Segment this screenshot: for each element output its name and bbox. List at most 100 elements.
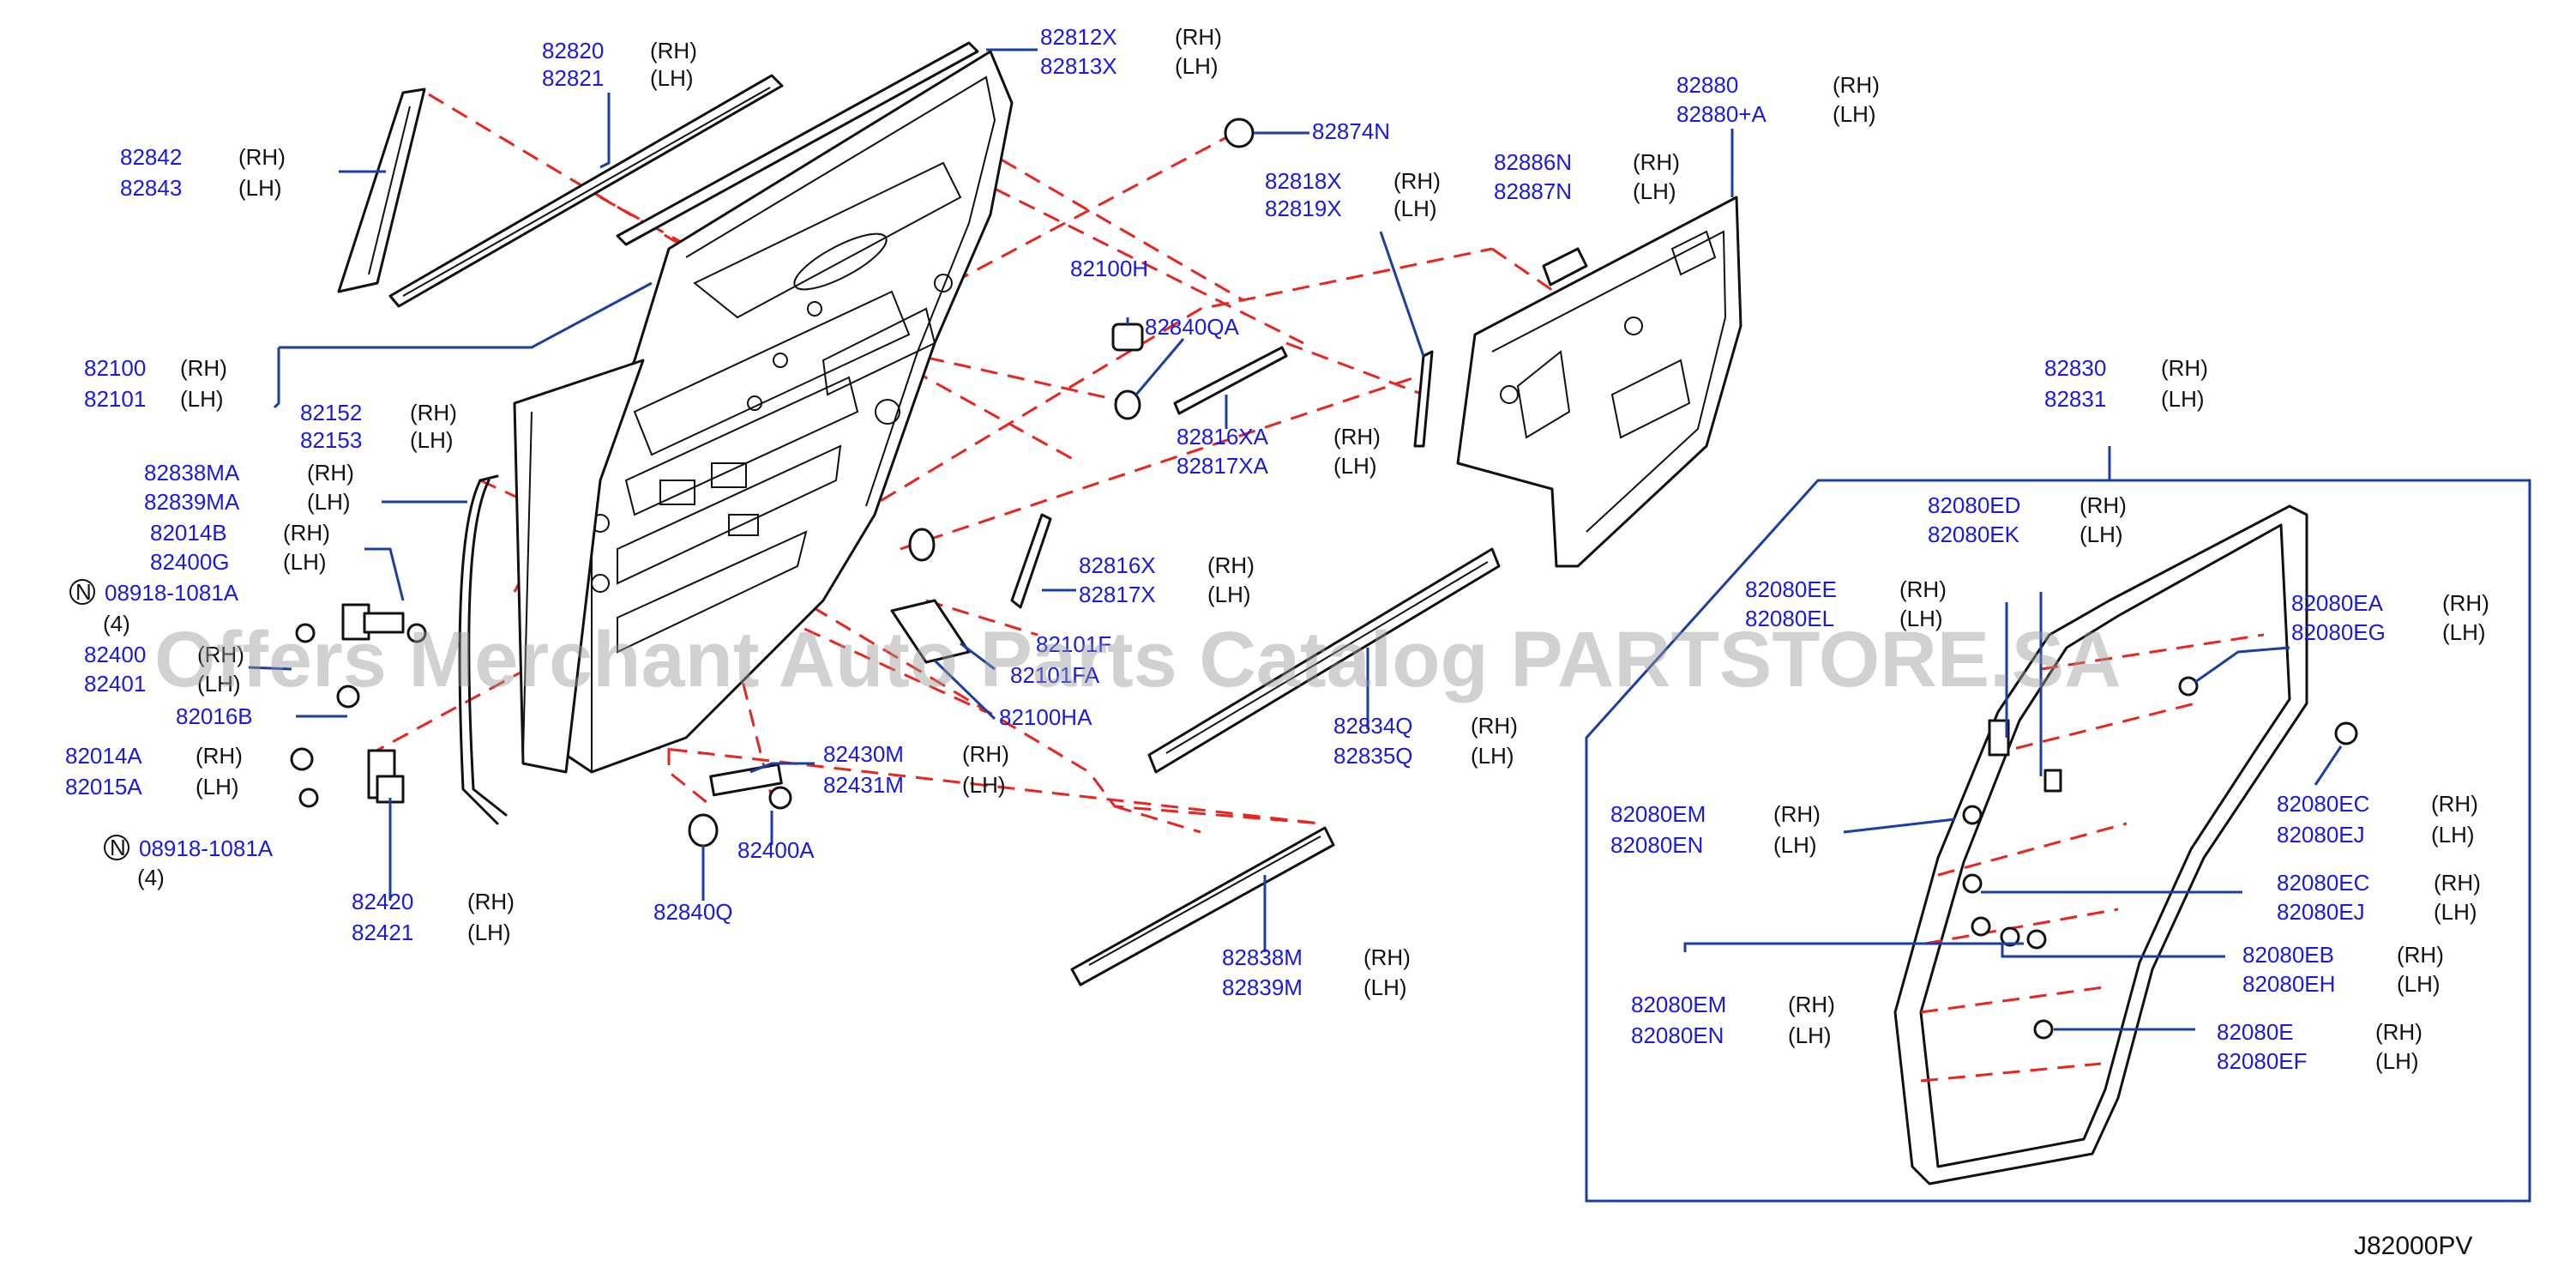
part-number: 82080EN	[1610, 832, 1703, 858]
part-number: 82880+A	[1676, 101, 1766, 127]
side-label: (RH)	[1393, 168, 1441, 194]
side-label: (LH)	[283, 549, 327, 575]
door-weatherstrip-part	[1893, 504, 2308, 1186]
callout-82834q: 82834Q (RH) 82835Q (LH)	[1333, 713, 1518, 769]
callout-82816x: 82816X (RH) 82817X (LH)	[1079, 552, 1255, 607]
part-number: 82817XA	[1177, 453, 1269, 479]
part-number: 82400G	[150, 549, 230, 575]
part-number: 82080EN	[1631, 1023, 1724, 1048]
clip-part	[1988, 719, 2010, 757]
side-label: (RH)	[2431, 791, 2478, 817]
part-number: 08918-1081A	[105, 580, 239, 606]
side-label: (LH)	[1899, 606, 1943, 631]
callout-82014a: 82014A (RH) 82015A (LH)	[65, 743, 243, 799]
side-label: (LH)	[2375, 1048, 2419, 1074]
callout-82842: 82842 (RH) 82843 (LH)	[120, 144, 286, 201]
callout-82100h: 82100H	[1070, 256, 1148, 281]
part-number: 82816XA	[1177, 424, 1269, 449]
side-label: (RH)	[180, 355, 227, 381]
part-number: 82819X	[1265, 196, 1342, 221]
side-label: (RH)	[2375, 1019, 2423, 1045]
part-number: 82080EM	[1610, 801, 1706, 827]
callout-82838m: 82838M (RH) 82839M (LH)	[1222, 944, 1411, 1000]
part-number: 82100H	[1070, 256, 1148, 281]
door-trim-part	[1456, 196, 1742, 568]
clip-part	[2334, 721, 2358, 745]
clip-part	[1224, 118, 1255, 148]
part-number: 82431M	[823, 772, 904, 798]
side-label: (LH)	[2397, 971, 2441, 997]
side-label: (LH)	[2431, 822, 2475, 848]
callout-08918-1081a-lower: N 08918-1081A (4)	[104, 835, 274, 890]
side-label: (LH)	[1393, 196, 1437, 221]
clip-part	[2178, 676, 2199, 697]
callout-08918-1081a-upper: N 08918-1081A (4)	[69, 579, 239, 636]
part-number: 82080EJ	[2277, 899, 2365, 925]
part-number: 82080EM	[1631, 992, 1726, 1017]
corner-garnish-part	[337, 87, 426, 293]
part-number: 82153	[300, 427, 362, 453]
clip-part	[1962, 873, 1983, 894]
side-label: (LH)	[650, 65, 694, 91]
callout-82080ee: 82080EE (RH) 82080EL (LH)	[1745, 576, 1947, 631]
diagram-code: J82000PV	[2354, 1232, 2472, 1260]
part-number: 82887N	[1494, 178, 1572, 204]
side-label: (LH)	[196, 774, 239, 799]
part-number: 82817X	[1079, 582, 1156, 607]
callouts: 82820 (RH) 82821 (LH) 82812X (RH) 82813X…	[65, 24, 2489, 1074]
part-number: 82838MA	[144, 460, 240, 486]
side-label: (RH)	[196, 743, 243, 769]
side-label: (LH)	[1363, 974, 1407, 1000]
part-number: 82818X	[1265, 168, 1342, 194]
side-label: (RH)	[1363, 944, 1411, 970]
door-shell-part	[564, 50, 1014, 774]
part-number: 82080EH	[2242, 971, 2335, 997]
side-label: (RH)	[1899, 576, 1947, 602]
side-label: (RH)	[1333, 424, 1381, 449]
bumper-part	[1111, 323, 1144, 352]
part-number: 82080EE	[1745, 576, 1837, 602]
callout-82820: 82820 (RH) 82821 (LH)	[542, 38, 697, 91]
callout-82812x: 82812X (RH) 82813X (LH)	[1040, 24, 1222, 79]
quantity: (4)	[103, 611, 130, 636]
side-label: (RH)	[1833, 72, 1880, 98]
door-parts	[290, 41, 1742, 986]
part-number: 82080EA	[2291, 590, 2384, 616]
side-label: (RH)	[2434, 870, 2481, 896]
callout-82080e: 82080E (RH) 82080EF (LH)	[2217, 1019, 2423, 1074]
hole-plug-part	[908, 528, 936, 562]
side-label: (LH)	[2079, 522, 2123, 547]
callout-82080ed: 82080ED (RH) 82080EK (LH)	[1928, 492, 2127, 547]
part-number: 82015A	[65, 774, 142, 799]
callout-82080eb: 82080EB (RH) 82080EH (LH)	[2242, 942, 2444, 997]
side-label: (LH)	[2161, 386, 2205, 412]
part-number: 82838M	[1222, 944, 1303, 970]
part-number: 82101FA	[1010, 662, 1100, 688]
part-number: 82835Q	[1333, 743, 1413, 769]
seal-strip-part	[458, 474, 508, 825]
callout-82014b: 82014B (RH) 82400G (LH)	[150, 520, 330, 575]
part-number: 82880	[1676, 72, 1738, 98]
part-number: 82843	[120, 175, 182, 201]
side-label: (LH)	[2434, 899, 2477, 925]
side-label: (RH)	[2397, 942, 2444, 968]
part-number: 82101	[84, 386, 146, 412]
side-label: (RH)	[1471, 713, 1518, 739]
part-number: 82101F	[1036, 631, 1111, 657]
n-marker-letter: N	[110, 835, 126, 860]
part-number: 82080EC	[2277, 791, 2369, 817]
part-number: 82816X	[1079, 552, 1156, 578]
callout-82886n: 82886N (RH) 82887N (LH)	[1494, 149, 1680, 204]
part-number: 82886N	[1494, 149, 1572, 175]
side-label: (LH)	[1471, 743, 1514, 769]
side-label: (LH)	[2442, 619, 2486, 645]
part-number: 82080EK	[1928, 522, 2020, 547]
callout-82152: 82152 (RH) 82153 (LH)	[300, 400, 457, 453]
part-number: 82014A	[65, 743, 142, 769]
part-number: 82100HA	[999, 704, 1092, 730]
side-label: (RH)	[1773, 801, 1821, 827]
lower-hinge-part	[290, 747, 405, 808]
part-number: 82834Q	[1333, 713, 1413, 739]
clip-part	[1971, 916, 1991, 937]
part-number: 82839MA	[144, 489, 240, 515]
